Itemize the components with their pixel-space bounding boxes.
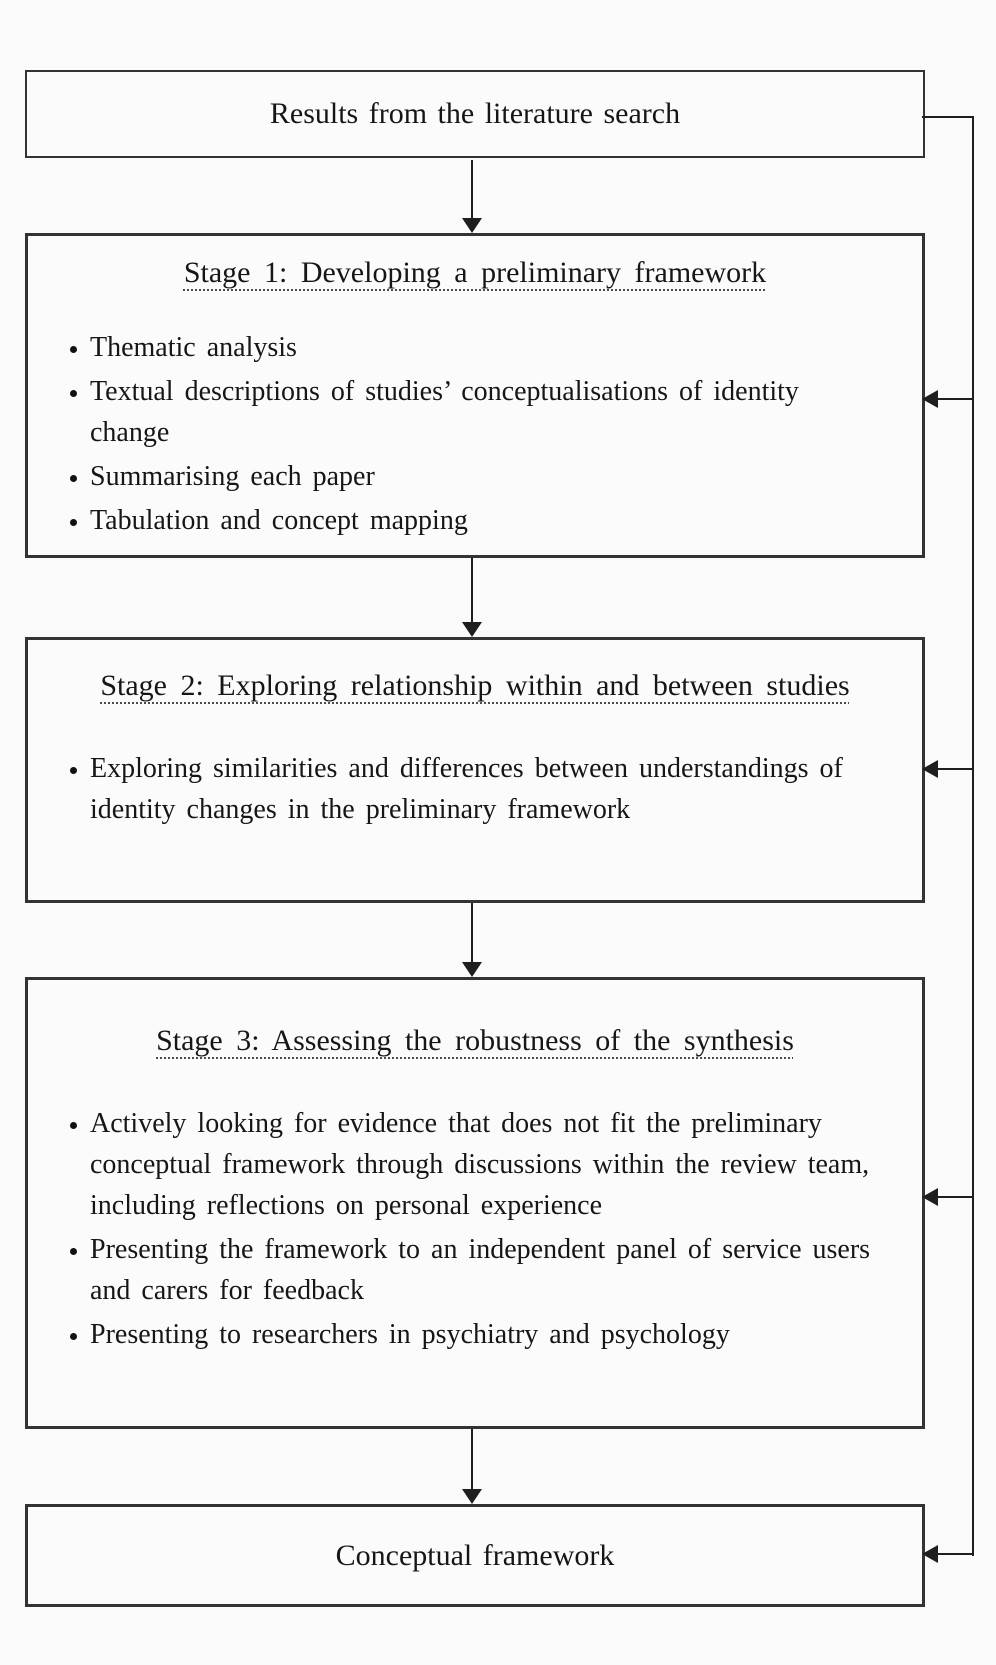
stage2-bullet-list: Exploring similarities and differences b… <box>28 748 882 830</box>
down-arrow-stage1-to-stage2 <box>462 558 482 637</box>
stage2-heading: Stage 2: Exploring relationship within a… <box>100 669 850 702</box>
stage3-bullet-list: Actively looking for evidence that does … <box>28 1103 882 1355</box>
results-box: Results from the literature search <box>25 70 925 158</box>
feedback-arrow-into-stage2 <box>922 760 974 778</box>
feedback-arrow-into-stage1 <box>922 390 974 408</box>
feedback-arrow-into-framework <box>922 1545 974 1563</box>
results-box-label: Results from the literature search <box>269 97 681 130</box>
stage1-bullet: Summarising each paper <box>90 456 882 497</box>
conceptual-framework-label: Conceptual framework <box>335 1538 615 1572</box>
stage2-bullet: Exploring similarities and differences b… <box>90 748 882 830</box>
stage3-heading: Stage 3: Assessing the robustness of the… <box>156 1024 794 1057</box>
stage1-bullet: Textual descriptions of studies’ concept… <box>90 371 882 453</box>
stage3-box: Stage 3: Assessing the robustness of the… <box>25 977 925 1429</box>
feedback-line-top-segment <box>922 116 974 118</box>
stage3-bullet: Presenting the framework to an independe… <box>90 1229 882 1311</box>
stage3-bullet: Actively looking for evidence that does … <box>90 1103 882 1226</box>
stage1-bullet: Tabulation and concept mapping <box>90 500 882 541</box>
down-arrow-results-to-stage1 <box>462 160 482 233</box>
stage1-box: Stage 1: Developing a preliminary framew… <box>25 233 925 558</box>
stage3-bullet: Presenting to researchers in psychiatry … <box>90 1314 882 1355</box>
feedback-line-vertical-trunk <box>972 116 974 1556</box>
stage2-box: Stage 2: Exploring relationship within a… <box>25 637 925 903</box>
stage1-bullet: Thematic analysis <box>90 327 882 368</box>
down-arrow-stage2-to-stage3 <box>462 903 482 977</box>
stage1-bullet-list: Thematic analysis Textual descriptions o… <box>28 327 882 541</box>
down-arrow-stage3-to-framework <box>462 1429 482 1504</box>
conceptual-framework-box: Conceptual framework <box>25 1504 925 1607</box>
feedback-arrow-into-stage3 <box>922 1188 974 1206</box>
stage1-heading: Stage 1: Developing a preliminary framew… <box>183 256 767 289</box>
